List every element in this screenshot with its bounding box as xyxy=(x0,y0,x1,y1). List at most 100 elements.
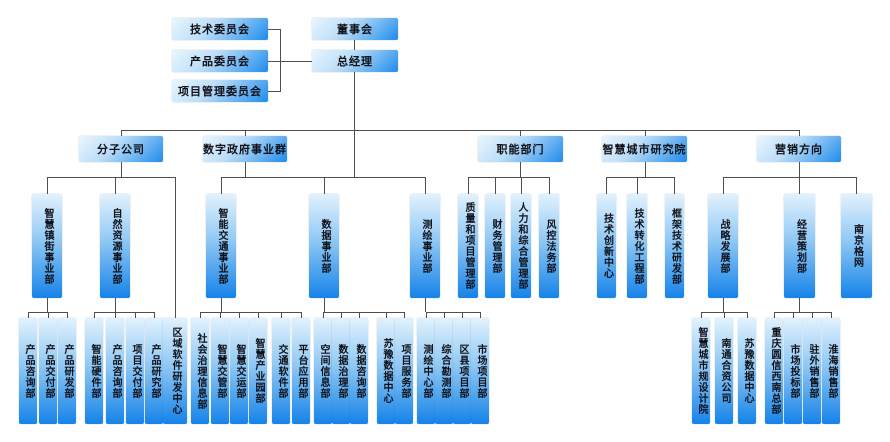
subdept-node: 产品研究部 xyxy=(145,318,163,424)
dept-node: 技术创新中心 xyxy=(597,194,616,298)
connector-line xyxy=(115,298,116,312)
connector-line xyxy=(239,312,240,318)
connector-line xyxy=(799,162,800,177)
subdept-node: 市场投标部 xyxy=(784,318,802,424)
connector-line xyxy=(520,162,521,177)
node-tech-committee: 技术委员会 xyxy=(172,18,268,40)
connector-line xyxy=(606,177,674,178)
connector-line xyxy=(135,312,136,318)
connector-line xyxy=(723,177,856,178)
subdept-node: 驻外销售部 xyxy=(803,318,821,424)
subdept-node: 产品咨询部 xyxy=(19,318,37,424)
connector-line xyxy=(268,61,312,62)
connector-line xyxy=(324,177,325,194)
subdept-node: 区县项目部 xyxy=(453,318,471,424)
connector-line xyxy=(28,312,29,318)
connector-line xyxy=(426,312,427,318)
connector-line xyxy=(121,130,800,131)
dept-node: 自然资源事业部 xyxy=(100,194,130,298)
subdept-node: 综合勘测部 xyxy=(435,318,453,424)
subdept-node: 智能硬件部 xyxy=(85,318,103,424)
subdept-node: 重庆圆信西南总部 xyxy=(765,318,783,424)
connector-line xyxy=(301,312,302,318)
connector-line xyxy=(245,162,246,177)
connector-line xyxy=(645,130,646,136)
subdept-node: 平台应用部 xyxy=(292,318,310,424)
connector-line xyxy=(323,312,404,313)
subdept-node: 产品交付部 xyxy=(39,318,57,424)
node-product-committee: 产品委员会 xyxy=(172,50,268,72)
connector-line xyxy=(258,312,259,318)
connector-line xyxy=(386,312,387,318)
subdept-node: 智慧产业园部 xyxy=(249,318,267,424)
connector-line xyxy=(549,177,550,194)
connector-line xyxy=(774,312,775,318)
connector-line xyxy=(425,298,426,312)
connector-line xyxy=(121,162,122,177)
connector-line xyxy=(268,29,280,30)
connector-line xyxy=(359,312,360,318)
connector-line xyxy=(47,298,48,312)
subdept-node: 南通合资公司 xyxy=(715,318,733,424)
connector-line xyxy=(637,177,638,194)
node-board: 董事会 xyxy=(312,18,398,40)
connector-line xyxy=(115,312,116,318)
dept-node: 数据事业部 xyxy=(309,194,339,298)
connector-line xyxy=(67,312,68,318)
subdept-node: 淮海销售部 xyxy=(822,318,840,424)
subdept-node: 智慧交运部 xyxy=(230,318,248,424)
dept-node: 战略发展部 xyxy=(708,194,738,298)
subdept-node: 市场项目部 xyxy=(471,318,489,424)
subdept-node: 项目交付部 xyxy=(126,318,144,424)
connector-line xyxy=(220,312,221,318)
connector-line xyxy=(94,312,95,318)
connector-line xyxy=(645,162,646,177)
connector-line xyxy=(280,29,281,92)
connector-line xyxy=(48,312,49,318)
dept-node: 智慧镇街事业部 xyxy=(32,194,62,298)
connector-line xyxy=(520,130,521,136)
connector-line xyxy=(47,177,48,194)
subdept-node: 苏豫数据中心 xyxy=(377,318,395,424)
subdept-node: 社会治理信息部 xyxy=(191,318,209,424)
subdept-node: 交通软件部 xyxy=(272,318,290,424)
connector-line xyxy=(94,312,154,313)
connector-line xyxy=(323,312,324,318)
dept-node: 质量和项目管理部 xyxy=(458,194,478,298)
connector-line xyxy=(480,312,481,318)
connector-line xyxy=(606,177,607,194)
connector-line xyxy=(793,312,794,318)
connector-line xyxy=(856,177,857,194)
connector-line xyxy=(221,177,222,194)
connector-line xyxy=(674,177,675,194)
node-project-mgmt-committee: 项目管理委员会 xyxy=(172,80,268,102)
connector-line xyxy=(324,298,325,312)
node-branch-marketing: 营销方向 xyxy=(757,136,841,162)
connector-line xyxy=(221,177,425,178)
connector-line xyxy=(701,312,702,318)
subdept-node: 数据治理部 xyxy=(332,318,350,424)
connector-line xyxy=(468,177,549,178)
node-branch-research-institute: 智慧城市研究院 xyxy=(602,136,687,162)
connector-line xyxy=(354,72,355,178)
connector-line xyxy=(404,312,405,318)
connector-line xyxy=(121,130,122,136)
subdept-node: 产品咨询部 xyxy=(106,318,124,424)
dept-node: 风控法务部 xyxy=(539,194,559,298)
connector-line xyxy=(521,177,522,194)
connector-line xyxy=(200,312,201,318)
dept-node: 人力和综合管理部 xyxy=(511,194,531,298)
dept-node: 框架技术研发部 xyxy=(665,194,684,298)
connector-line xyxy=(468,177,469,194)
dept-node: 技术转化工程部 xyxy=(627,194,647,298)
connector-line xyxy=(495,177,496,194)
connector-line xyxy=(47,177,175,178)
subdept-node: 智慧城市规设计院 xyxy=(692,318,710,424)
subdept-node: 项目服务部 xyxy=(395,318,413,424)
node-branch-functional: 职能部门 xyxy=(478,136,563,162)
node-general-manager: 总经理 xyxy=(312,50,398,72)
connector-line xyxy=(115,177,116,194)
connector-line xyxy=(341,312,342,318)
connector-line xyxy=(774,312,831,313)
